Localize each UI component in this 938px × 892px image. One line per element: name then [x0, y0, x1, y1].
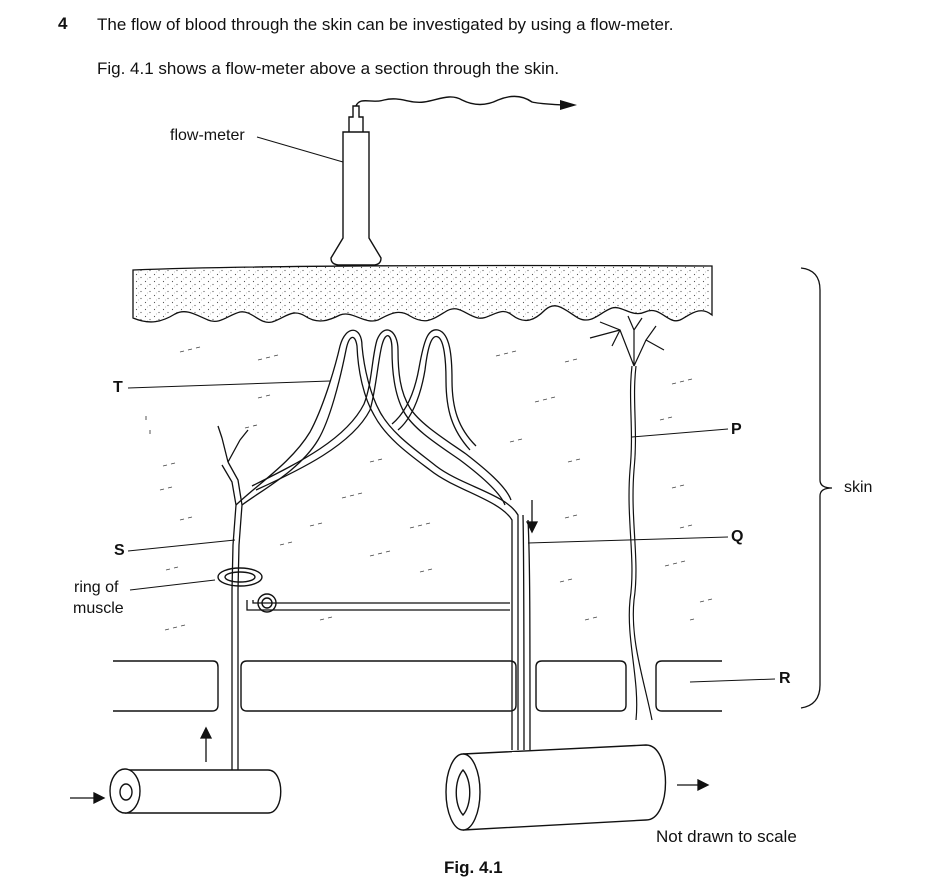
epidermis	[133, 265, 712, 322]
arrow-into-artery	[94, 793, 104, 803]
skin-brace	[801, 268, 832, 708]
label-P: P	[731, 421, 742, 439]
label-R: R	[779, 670, 791, 688]
label-T: T	[113, 379, 123, 397]
fat-layer	[113, 661, 722, 711]
nerve-fibre	[590, 316, 664, 720]
dermis-texture	[146, 347, 712, 630]
label-ring-of-muscle-1: ring of	[74, 579, 118, 597]
flow-direction-arrow	[560, 100, 577, 110]
label-skin: skin	[844, 479, 872, 497]
label-ring-of-muscle-2: muscle	[73, 600, 124, 618]
vein	[446, 745, 666, 830]
figure-caption: Fig. 4.1	[444, 858, 503, 878]
label-Q: Q	[731, 528, 743, 546]
flow-meter-probe	[331, 96, 562, 265]
arrow-up-arteriole	[201, 728, 211, 738]
artery	[110, 769, 281, 813]
label-flow-meter: flow-meter	[170, 127, 245, 145]
not-to-scale-note: Not drawn to scale	[656, 827, 797, 847]
label-S: S	[114, 542, 125, 560]
blood-vessel-network	[218, 330, 530, 790]
arrow-out-vein	[698, 780, 708, 790]
leader-lines	[128, 137, 775, 682]
